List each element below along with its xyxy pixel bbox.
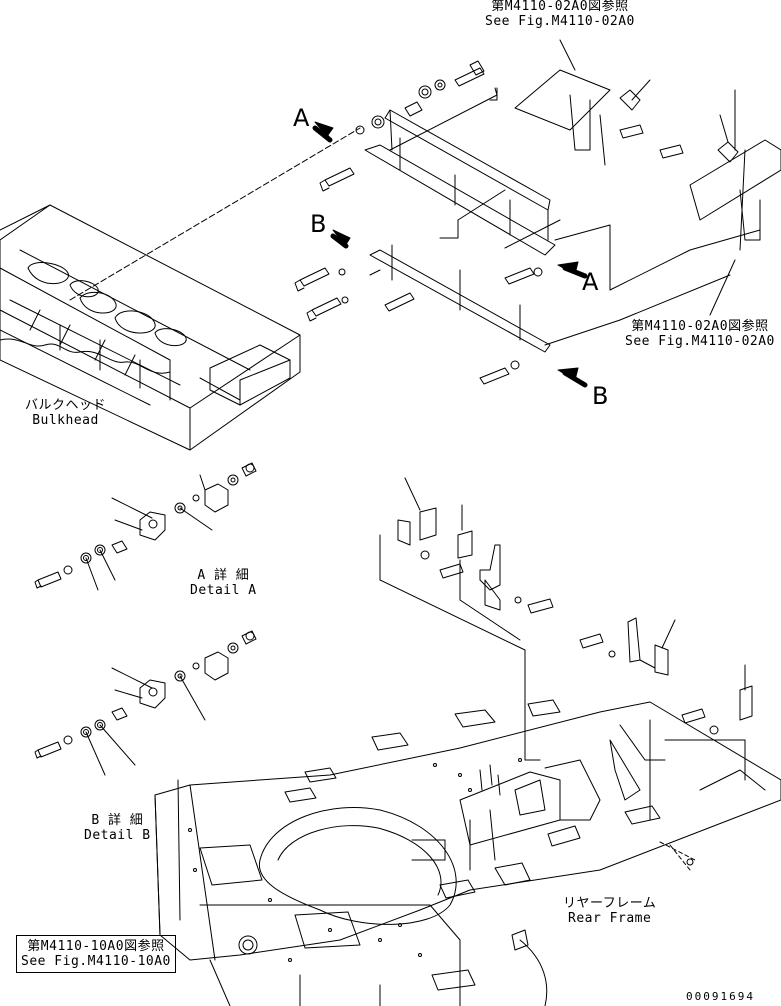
detail-a-label-ja: A 詳 細: [197, 568, 250, 583]
reference-top-en: See Fig.M4110-02A0: [485, 14, 635, 29]
reference-right: 第M4110-02A0図参照 See Fig.M4110-02A0: [625, 319, 775, 349]
detail-b-label: B 詳 細 Detail B: [84, 813, 151, 843]
pad-hardware-drawing: [379, 477, 753, 821]
view-arrows: [312, 121, 588, 388]
reference-right-ja: 第M4110-02A0図参照: [631, 319, 769, 334]
reference-bottom-left-ja: 第M4110-10A0図参照: [27, 939, 165, 954]
reference-right-en: See Fig.M4110-02A0: [625, 334, 775, 349]
detail-a-drawing: [34, 462, 257, 591]
detail-a-label: A 詳 細 Detail A: [190, 568, 257, 598]
view-marker-a-upper: A: [293, 104, 310, 132]
detail-b-label-en: Detail B: [84, 828, 151, 843]
figure-number: 00091694: [686, 990, 755, 1003]
upper-frame-drawing: [364, 69, 781, 353]
upper-leader-lines: [69, 39, 761, 346]
upper-hardware-drawing: [294, 60, 684, 385]
detail-a-label-en: Detail A: [190, 583, 257, 598]
detail-b-drawing: [34, 630, 257, 776]
bulkhead-drawing: [0, 204, 301, 451]
bulkhead-label: バルクヘッド Bulkhead: [25, 398, 106, 428]
bulkhead-label-en: Bulkhead: [32, 413, 99, 428]
detail-b-label-ja: B 詳 細: [91, 813, 144, 828]
reference-top-ja: 第M4110-02A0図参照: [491, 0, 629, 14]
view-marker-b-lower: B: [592, 382, 609, 410]
rear-frame-drawing: [154, 699, 781, 1006]
bulkhead-label-ja: バルクヘッド: [25, 398, 107, 413]
rear-frame-label: リヤーフレーム Rear Frame: [563, 896, 656, 926]
view-marker-b-upper: B: [310, 210, 327, 238]
rear-frame-label-en: Rear Frame: [568, 911, 652, 926]
view-marker-a-lower: A: [582, 268, 599, 296]
reference-bottom-left-en: See Fig.M4110-10A0: [21, 954, 171, 969]
reference-bottom-left: 第M4110-10A0図参照 See Fig.M4110-10A0: [16, 935, 176, 973]
rear-frame-label-ja: リヤーフレーム: [563, 896, 657, 911]
reference-top: 第M4110-02A0図参照 See Fig.M4110-02A0: [485, 0, 635, 29]
